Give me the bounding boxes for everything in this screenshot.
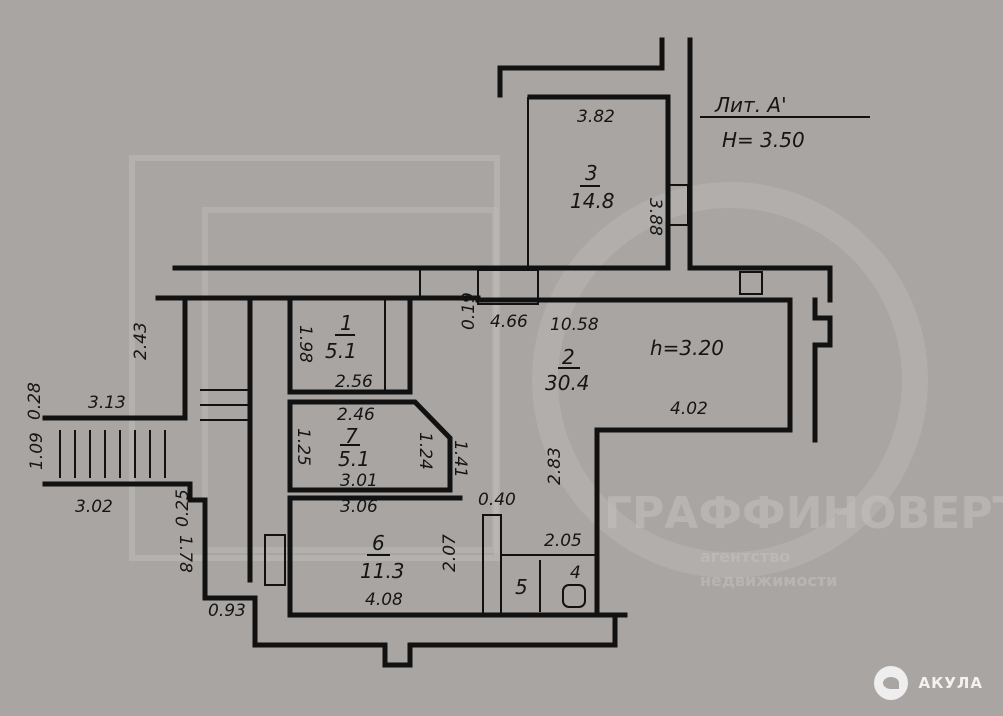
dim: 2.46 — [337, 405, 375, 425]
dim: 1.24 — [415, 432, 435, 470]
height-main: Н= 3.50 — [722, 128, 805, 152]
dim: 1.09 — [27, 432, 47, 470]
room-area: 5.1 — [325, 339, 357, 363]
dim: 4.08 — [365, 590, 403, 610]
akula-logo: АКУЛА — [874, 666, 983, 700]
room-number: 3 — [585, 161, 598, 185]
labels: Лит. А' Н= 3.50 3.82 3.88 3 14.8 0.19 4.… — [25, 93, 870, 621]
room-height: h=3.20 — [650, 336, 724, 360]
room-area: 30.4 — [545, 371, 590, 395]
watermark-line1: агентство — [700, 547, 790, 566]
dim: 3.13 — [88, 393, 126, 413]
room-area: 5.1 — [338, 447, 370, 471]
dim: 4.02 — [670, 399, 708, 419]
dim: 2.07 — [440, 534, 460, 572]
room-number: 6 — [372, 531, 385, 555]
dim: 3.82 — [577, 107, 615, 127]
room-area: 14.8 — [570, 189, 615, 213]
dim: 0.93 — [208, 601, 246, 621]
dim: 3.06 — [340, 497, 378, 517]
walls — [42, 37, 833, 668]
room-number: 2 — [562, 345, 575, 369]
dim: 3.02 — [75, 497, 113, 517]
dim: 2.83 — [545, 447, 565, 485]
watermark-line2: недвижимости — [700, 571, 837, 590]
shark-logo-icon — [874, 666, 909, 700]
dim: 2.43 — [131, 322, 151, 360]
dim: 0.25 — [173, 489, 193, 527]
dim: 10.58 — [550, 315, 599, 335]
dim: 2.56 — [335, 372, 373, 392]
dim: 1.78 — [175, 535, 195, 573]
room-number: 4 — [570, 563, 581, 583]
watermark-brand: ГРАФФИНОВЕРТ — [604, 488, 1003, 539]
room-number: 7 — [345, 424, 358, 448]
room-number: 5 — [515, 575, 528, 599]
dim: 2.05 — [544, 531, 582, 551]
dim: 4.66 — [490, 312, 528, 332]
watermark: ГРАФФИНОВЕРТ агентство недвижимости — [129, 155, 1003, 590]
logo-text: АКУЛА — [918, 674, 983, 692]
dim: 3.01 — [340, 471, 378, 491]
dim: 3.88 — [645, 198, 665, 236]
room-area: 11.3 — [360, 559, 405, 583]
dim: 0.28 — [25, 382, 45, 420]
liter-label: Лит. А' — [714, 93, 787, 117]
dim: 0.19 — [459, 292, 479, 330]
dim: 1.25 — [293, 428, 313, 466]
dim: 0.40 — [478, 490, 516, 510]
room-number: 1 — [340, 311, 353, 335]
dim: 1.41 — [450, 440, 470, 478]
dim: 1.98 — [295, 325, 315, 363]
